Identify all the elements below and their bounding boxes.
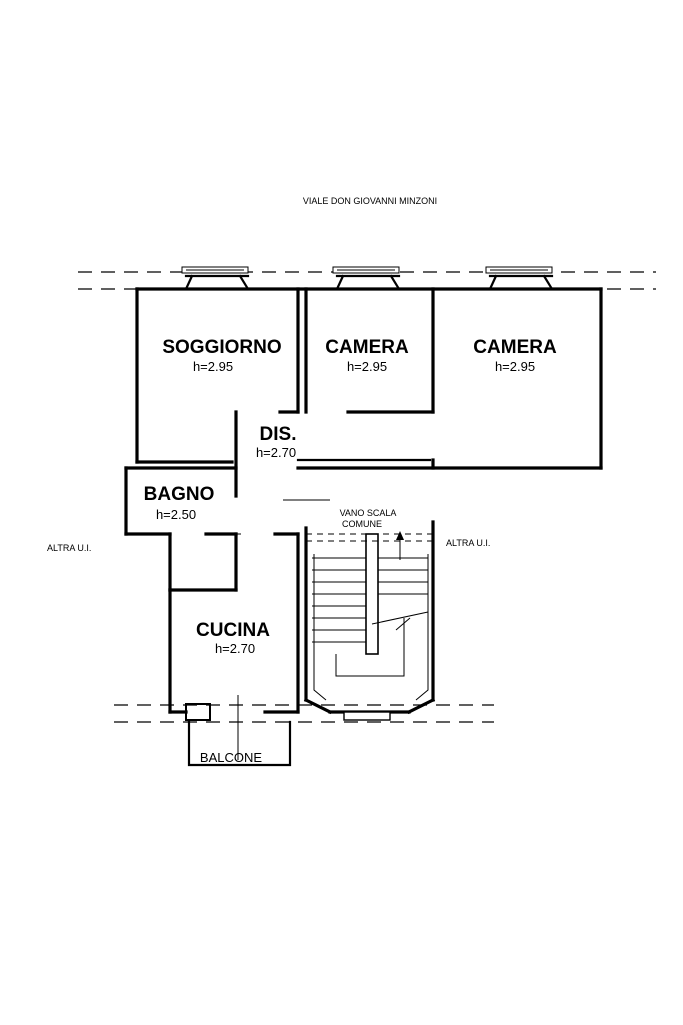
room-height-cucina: h=2.70 — [215, 641, 255, 656]
room-height-soggiorno: h=2.95 — [193, 359, 233, 374]
facade-lines-top — [78, 271, 656, 290]
stair-label-1: VANO SCALA — [340, 508, 397, 518]
facade-lines-bottom — [114, 704, 494, 723]
neighbor-left-label: ALTRA U.I. — [47, 543, 91, 553]
stair-steps — [306, 531, 433, 721]
window-camera-1 — [332, 266, 401, 291]
room-height-camera-1: h=2.95 — [347, 359, 387, 374]
window-camera-2 — [485, 266, 554, 291]
room-height-bagno: h=2.50 — [156, 507, 196, 522]
stair-label-2: COMUNE — [342, 519, 382, 529]
room-name-cucina: CUCINA — [196, 620, 270, 641]
room-height-dis: h=2.70 — [256, 445, 296, 460]
room-name-dis: DIS. — [260, 424, 297, 445]
room-height-camera-2: h=2.95 — [495, 359, 535, 374]
room-name-bagno: BAGNO — [144, 484, 215, 505]
window-soggiorno — [181, 266, 250, 291]
door-details — [185, 499, 330, 760]
balcony-label: BALCONE — [200, 750, 262, 765]
room-name-soggiorno: SOGGIORNO — [162, 337, 281, 358]
room-name-camera-1: CAMERA — [325, 337, 409, 358]
neighbor-right-label: ALTRA U.I. — [446, 538, 490, 548]
balcony — [187, 720, 292, 767]
street-label: VIALE DON GIOVANNI MINZONI — [303, 196, 437, 206]
room-name-camera-2: CAMERA — [473, 337, 557, 358]
